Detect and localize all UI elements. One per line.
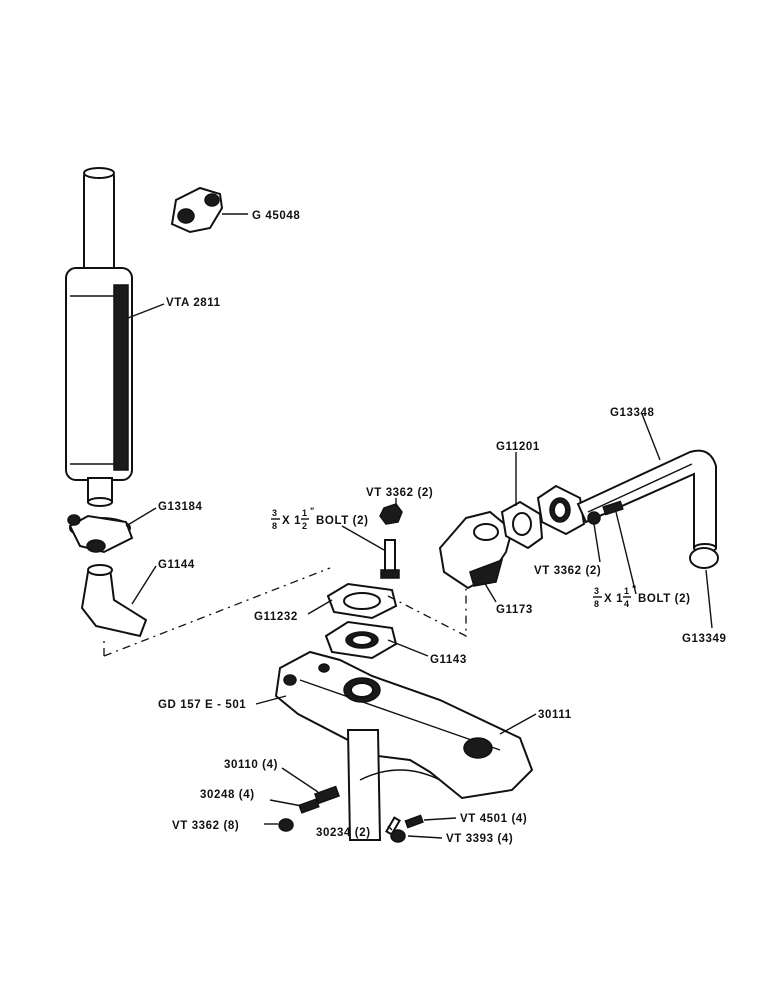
stud-30234-part: [385, 816, 401, 836]
ring-g13349-part: [689, 547, 719, 569]
label-vta2811: VTA 2811: [166, 297, 221, 309]
label-bolt-quarter: 3 8 X 1 1 4 " BOLT (2): [593, 584, 691, 609]
stud-30110-part: [313, 785, 341, 805]
gasket-g11232-part: [326, 582, 398, 620]
bolt-quarter-suffix: BOLT (2): [638, 593, 691, 605]
leader-lines: [125, 213, 713, 839]
label-vt3362-bottom: VT 3362 (8): [172, 820, 239, 832]
bolt-half-suffix: BOLT (2): [316, 515, 369, 527]
frac-eight-a: 8: [272, 521, 277, 531]
clamp-g45048-part: [170, 186, 224, 234]
frac-three-b: 3: [594, 586, 599, 596]
stud-30248-part: [298, 798, 320, 814]
flange-g1143-part: [324, 620, 398, 660]
bolt-half-prefix: X 1: [282, 515, 301, 527]
label-30248: 30248 (4): [200, 789, 255, 801]
bolt-nut-top-part: [379, 503, 403, 579]
label-vt3362-top: VT 3362 (2): [366, 487, 433, 499]
gasket-g11201-part: [500, 500, 544, 550]
label-vt3362-right: VT 3362 (2): [534, 565, 601, 577]
label-g1144: G1144: [158, 559, 195, 571]
bolt-vt4501-part: [404, 814, 424, 829]
label-g13184: G13184: [158, 501, 203, 513]
elbow-g1144-part: [80, 564, 148, 638]
label-vt4501: VT 4501 (4): [460, 813, 527, 825]
frac-four-b: 4: [624, 599, 629, 609]
label-g45048: G 45048: [252, 210, 300, 222]
nut-vt3362-bottom-part: [278, 818, 294, 832]
muffler-part: [65, 167, 133, 507]
label-g1173: G1173: [496, 604, 533, 616]
label-gd157: GD 157 E - 501: [158, 699, 246, 711]
nut-vt3362-right-part: [587, 511, 601, 525]
bolt-quarter-prefix: X 1: [604, 593, 623, 605]
label-g13349: G13349: [682, 633, 727, 645]
frac-eight-b: 8: [594, 599, 599, 609]
frac-one-a: 1: [302, 508, 307, 518]
alignment-line-left: [103, 567, 331, 657]
elbow-g1173-part: [438, 510, 514, 590]
pipe-g13348-part: [536, 449, 717, 553]
alignment-line-right: [387, 588, 467, 638]
label-30111: 30111: [538, 709, 572, 721]
label-30234: 30234 (2): [316, 827, 371, 839]
washer-vt3393-part: [390, 829, 406, 843]
label-g11232: G11232: [254, 611, 298, 623]
frac-three-a: 3: [272, 508, 277, 518]
label-g11201: G11201: [496, 441, 540, 453]
manifold-part: [274, 650, 534, 841]
inch-mark-a: ": [310, 506, 314, 516]
label-g13348: G13348: [610, 407, 655, 419]
label-vt3393: VT 3393 (4): [446, 833, 513, 845]
frac-two-a: 2: [302, 521, 307, 531]
label-30110: 30110 (4): [224, 759, 278, 771]
frac-one-b: 1: [624, 586, 629, 596]
inch-mark-b: ": [632, 584, 636, 594]
clamp-g13184-part: [67, 514, 134, 554]
label-bolt-half: 3 8 X 1 1 2 " BOLT (2): [271, 506, 369, 531]
bolt-quarter-part: [602, 500, 624, 516]
label-g1143: G1143: [430, 654, 467, 666]
